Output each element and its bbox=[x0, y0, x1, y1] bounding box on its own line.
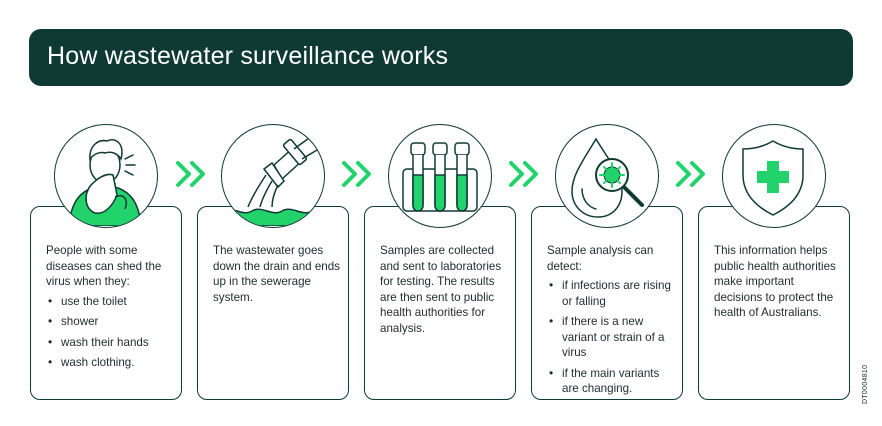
double-chevron-right-icon bbox=[176, 161, 205, 187]
step-1-bullets: use the toilet shower wash their hands w… bbox=[46, 294, 173, 371]
drain-pipe-icon bbox=[221, 124, 325, 228]
step-5-text: This information helps public health aut… bbox=[714, 244, 836, 319]
step-4-text-block: Sample analysis can detect: if infection… bbox=[547, 243, 674, 402]
step-1-text-block: People with some diseases can shed the v… bbox=[46, 243, 173, 376]
step-2-text: The wastewater goes down the drain and e… bbox=[213, 244, 340, 304]
step-3-text: Samples are collected and sent to labora… bbox=[380, 244, 502, 335]
step-1-bullet: use the toilet bbox=[46, 294, 173, 310]
double-chevron-right-icon bbox=[676, 161, 705, 187]
step-4-bullet: if there is a new variant or strain of a… bbox=[547, 314, 674, 361]
step-1-bullet: wash their hands bbox=[46, 335, 173, 351]
step-card-4: Sample analysis can detect: if infection… bbox=[531, 206, 683, 400]
step-4-bullets: if infections are rising or falling if t… bbox=[547, 278, 674, 397]
double-chevron-right-icon bbox=[509, 161, 538, 187]
title-bar: How wastewater surveillance works bbox=[29, 29, 853, 86]
step-4-text: Sample analysis can detect: bbox=[547, 244, 654, 273]
page-title: How wastewater surveillance works bbox=[47, 42, 449, 70]
double-chevron-right-icon bbox=[342, 161, 371, 187]
test-tubes-icon bbox=[388, 124, 492, 228]
step-card-1: People with some diseases can shed the v… bbox=[30, 206, 182, 400]
step-card-2: The wastewater goes down the drain and e… bbox=[197, 206, 349, 400]
health-shield-icon bbox=[722, 124, 826, 228]
step-1-text: People with some diseases can shed the v… bbox=[46, 244, 162, 288]
step-4-bullet: if infections are rising or falling bbox=[547, 278, 674, 309]
step-1-bullet: wash clothing. bbox=[46, 355, 173, 371]
step-3-text-block: Samples are collected and sent to labora… bbox=[380, 243, 507, 336]
step-card-5: This information helps public health aut… bbox=[698, 206, 850, 400]
document-code: DT0004810 bbox=[862, 364, 869, 404]
person-sneezing-icon bbox=[54, 124, 158, 228]
step-5-text-block: This information helps public health aut… bbox=[714, 243, 841, 321]
droplet-virus-magnifier-icon bbox=[555, 124, 659, 228]
step-1-bullet: shower bbox=[46, 314, 173, 330]
step-2-text-block: The wastewater goes down the drain and e… bbox=[213, 243, 340, 305]
step-4-bullet: if the main variants are changing. bbox=[547, 366, 674, 397]
step-card-3: Samples are collected and sent to labora… bbox=[364, 206, 516, 400]
